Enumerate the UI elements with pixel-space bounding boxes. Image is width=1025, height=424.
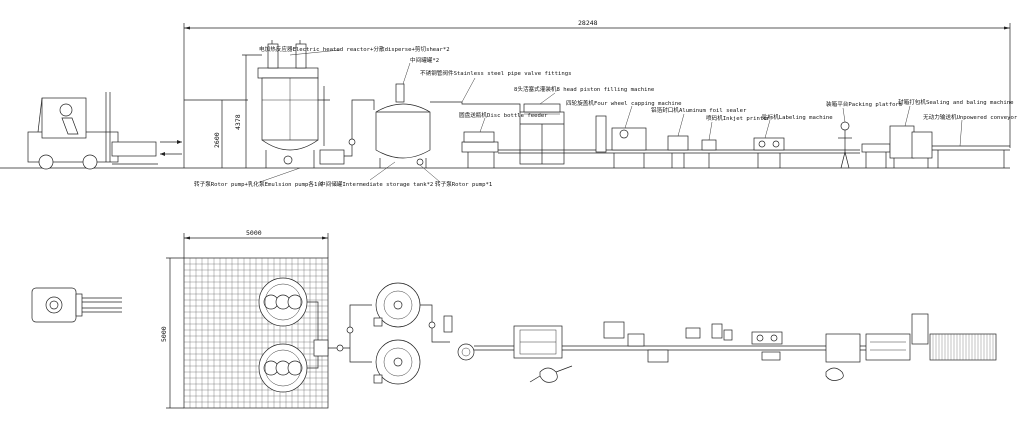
- plan-pipe-to-tanks: [328, 304, 372, 363]
- inkjet-plan: [711, 323, 733, 341]
- room-depth-dimension: 5000: [160, 257, 184, 409]
- forklift-elevation: [27, 92, 158, 170]
- label-filling-machine: 8头活塞式灌装机8 head piston filling machine: [514, 85, 655, 93]
- room-width-value: 5000: [246, 229, 262, 237]
- reactor-plan-bottom: [258, 343, 308, 393]
- direction-arrows: [160, 140, 182, 156]
- overall-length-value: 28248: [578, 19, 598, 27]
- height-4378-value: 4378: [234, 114, 242, 130]
- forklift-plan: [31, 287, 122, 323]
- storage-tank-plan-bottom: [373, 339, 421, 385]
- label-sealing-baling: 封箱打包机Sealing and baling machine: [898, 98, 1014, 106]
- capping-plan: [603, 321, 669, 363]
- label-rotor-pump: 转子泵Rotor pump*1: [435, 180, 492, 188]
- storage-tank-plan-top: [373, 282, 421, 328]
- label-heated-reactor: 电加热反应器Electric heated reactor+分散disperse…: [259, 45, 450, 53]
- packing-table-plan: [825, 333, 861, 381]
- foil-sealer-plan: [685, 327, 701, 339]
- disc-bottle-feeder: [461, 131, 499, 168]
- intermediate-tank-elevation: [375, 83, 431, 168]
- stainless-pipe-run: [430, 101, 521, 112]
- disc-feeder-plan: [457, 343, 475, 361]
- height-dimensions: 4378 2600: [184, 54, 262, 168]
- unpowered-conveyor: [932, 145, 1010, 168]
- plan-view: 5000 5000: [31, 229, 997, 409]
- label-foil-sealer: 铝箔封口机Aluminum foil sealer: [651, 106, 747, 114]
- label-intermediate-storage-tank: 中间储罐Intermediate storage tank*2: [320, 180, 433, 188]
- capping-machine: [595, 115, 647, 168]
- transfer-pipe: [344, 99, 375, 157]
- label-packing-platform: 装箱平台Packing platform: [826, 100, 903, 108]
- leader-lines: [259, 49, 963, 183]
- label-disc-feeder: 圆盘送瓶机Disc bottle feeder: [459, 111, 548, 119]
- sealing-baling-machine: [889, 125, 933, 168]
- label-pipe-fittings: 不锈钢管阀件Stainless steel pipe valve fitting…: [420, 69, 571, 77]
- label-rotor-emulsion-pump: 转子泵Rotor pump+乳化泵Emulsion pump各1台: [194, 180, 323, 188]
- operator-plan: [529, 365, 573, 383]
- label-conveyor: 无动力输送机Unpowered conveyor: [923, 113, 1018, 121]
- packing-platform: [838, 121, 891, 169]
- label-intermediate-tank-top: 中间罐罐*2: [410, 56, 439, 64]
- reactor-plan-top: [258, 277, 308, 327]
- valve-block-plan: [443, 315, 453, 333]
- filling-machine-plan: [513, 325, 563, 359]
- label-inkjet-printer: 喷码机Inkjet printer: [706, 114, 771, 122]
- tiled-room-floor: [183, 257, 329, 409]
- reactor-manifold-pipe: [307, 301, 319, 369]
- pump-plan: [313, 339, 329, 357]
- room-width-dimension: 5000: [183, 229, 329, 258]
- elevation-view: 28248 4378 2600: [0, 19, 1018, 188]
- labeling-plan: [751, 331, 783, 361]
- aluminum-foil-sealer: [667, 135, 689, 168]
- overall-length-dimension: 28248: [183, 19, 1011, 148]
- label-capping-machine: 四轮旋盖机Four wheel capping machine: [566, 99, 682, 107]
- label-labeling-machine: 贴标机Labeling machine: [762, 113, 833, 121]
- inkjet-printer: [701, 139, 717, 168]
- unpowered-conveyor-plan: [929, 333, 997, 361]
- piston-filling-machine: [519, 103, 565, 165]
- room-depth-value: 5000: [160, 326, 168, 342]
- labeling-machine: [753, 137, 785, 168]
- sealing-baling-plan: [865, 313, 929, 361]
- inline-valve: [348, 138, 356, 146]
- height-2600-value: 2600: [213, 132, 221, 148]
- heated-reactor-elevation: [257, 40, 345, 168]
